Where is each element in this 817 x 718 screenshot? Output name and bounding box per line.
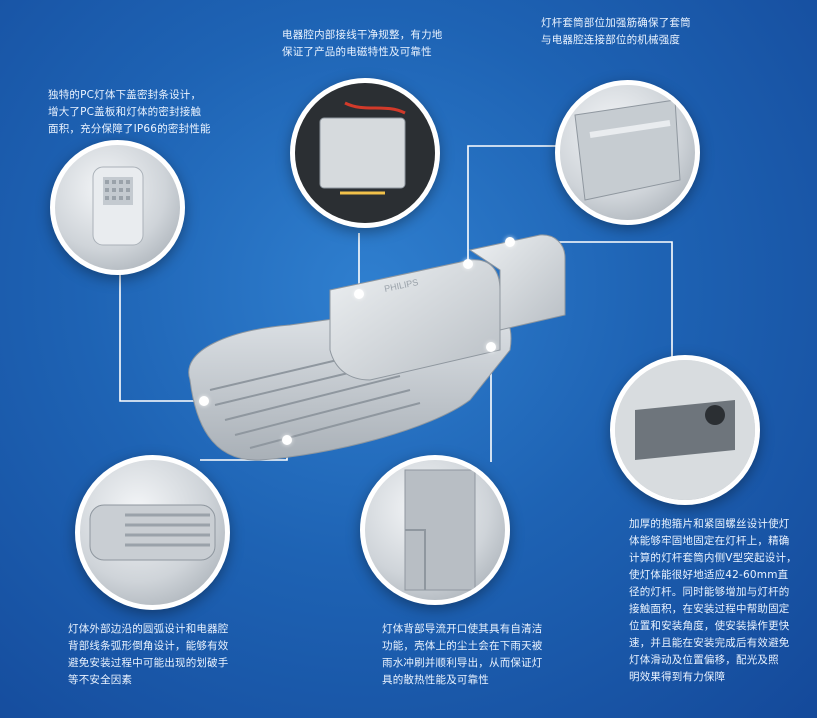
callout-clamp-text: 加厚的抱箍片和紧固螺丝设计使灯 体能够牢固地固定在灯杆上，精确 计算的灯杆套筒内… (629, 518, 797, 683)
marker-clamp (505, 237, 515, 247)
callout-seal-text: 独特的PC灯体下盖密封条设计， 增大了PC盖板和灯体的密封接触 面积，充分保障了… (48, 89, 211, 135)
detail-clamp-circle (610, 355, 760, 505)
rounded-edge-image (89, 504, 216, 561)
connector-sleeve (467, 145, 560, 263)
callout-drain-text: 灯体背部导流开口使其具有自清洁 功能，壳体上的尘土会在下雨天被 雨水冲刷并顺利导… (382, 623, 543, 686)
pole-sleeve (468, 234, 566, 331)
pole-sleeve-image (574, 99, 681, 201)
connector-clamp (510, 241, 673, 358)
lamp-cover-image (92, 166, 144, 246)
drain-opening-image (404, 469, 476, 591)
callout-wiring-text: 电器腔内部接线干净规整，有力地 保证了产品的电磁特性及可靠性 (282, 29, 443, 58)
detail-wiring-circle (290, 78, 440, 228)
marker-wiring (354, 289, 364, 299)
street-light-product: PHILIPS (188, 234, 566, 461)
connector-seal (119, 265, 204, 402)
callout-sleeve-text: 灯杆套筒部位加强筋确保了套筒 与电器腔连接部位的机械强度 (541, 17, 691, 46)
detail-seal-circle (50, 140, 185, 275)
marker-edges (282, 435, 292, 445)
callout-edges-text: 灯体外部边沿的圆弧设计和电器腔 背部线条弧形倒角设计，能够有效 避免安装过程中可… (68, 623, 229, 686)
electrical-cavity-image (295, 83, 435, 223)
heatsink-fins (209, 349, 421, 449)
marker-seal (199, 396, 209, 406)
detail-drain-circle (360, 455, 510, 605)
detail-sleeve-circle (555, 80, 700, 225)
marker-drain (486, 342, 496, 352)
detail-edges-circle (75, 455, 230, 610)
clamp-bracket-image (615, 360, 755, 500)
electrical-housing (329, 259, 501, 381)
marker-sleeve (463, 259, 473, 269)
